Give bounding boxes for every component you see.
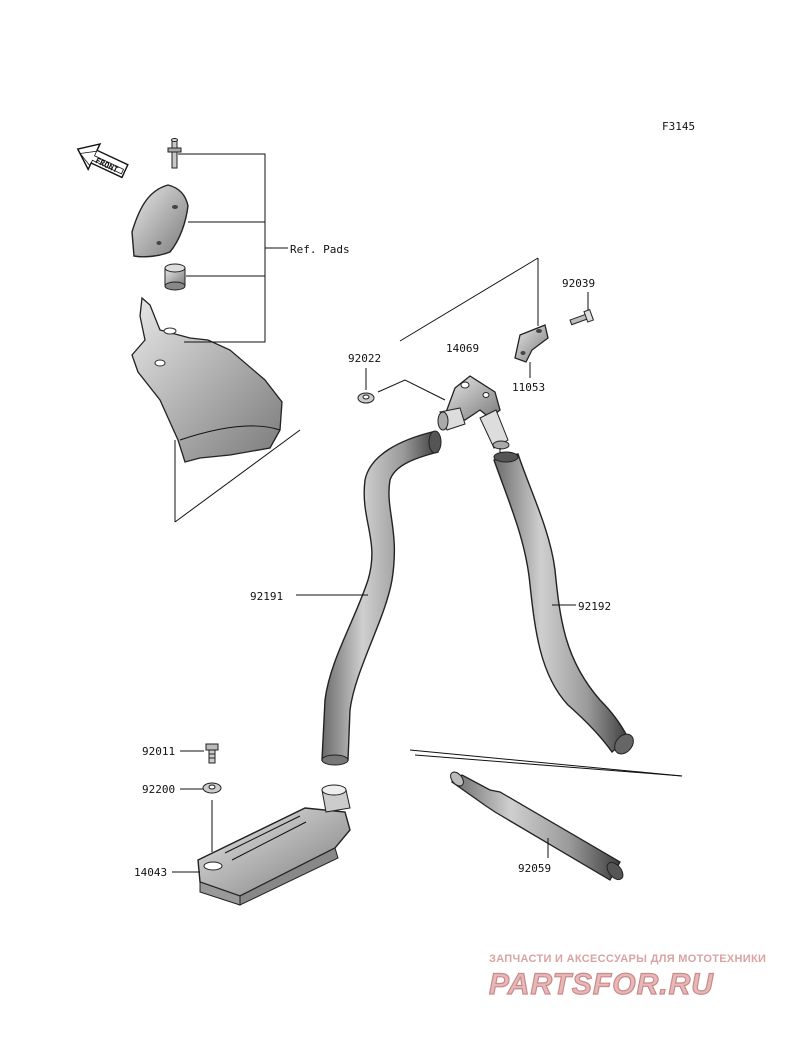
part-92200-washer: 92200: [142, 782, 222, 852]
part-92191-hose: 92191: [250, 430, 442, 766]
part-label-92200: 92200: [142, 783, 175, 796]
part-92022-washer: 92022: [348, 352, 446, 404]
pad-body: [131, 296, 283, 463]
part-label-92059: 92059: [518, 862, 551, 875]
pad-cover: [131, 184, 189, 258]
watermark-tagline: ЗАПЧАСТИ И АКСЕССУАРЫ ДЛЯ МОТОТЕХНИКИ: [489, 953, 767, 965]
part-11053-bracket: 11053: [512, 324, 549, 394]
reference-pads-assembly: Ref. Pads: [131, 138, 350, 523]
part-label-14043: 14043: [134, 866, 167, 879]
part-label-92011: 92011: [142, 745, 175, 758]
part-label-92039: 92039: [562, 277, 595, 290]
front-arrow-icon: FRONT: [76, 142, 129, 179]
part-label-14069: 14069: [446, 342, 479, 355]
part-92059-tube: 92059: [409, 749, 683, 881]
part-14069-fitting: [437, 375, 510, 460]
diagram-code: F3145: [662, 120, 695, 133]
part-92192-hose: 92192: [493, 451, 634, 755]
part-label-92191: 92191: [250, 590, 283, 603]
pad-pin: [167, 138, 182, 169]
part-label-92022: 92022: [348, 352, 381, 365]
part-92039-bolt: 92039: [562, 277, 595, 326]
ref-pads-label: Ref. Pads: [290, 243, 350, 256]
part-label-92192: 92192: [578, 600, 611, 613]
watermark-logo: PARTSFOR.RU: [489, 967, 714, 1000]
part-92011-screw: 92011: [142, 743, 219, 764]
svg-text:PARTSFOR.RU: PARTSFOR.RU: [489, 968, 714, 1000]
part-14043-cover: 14043: [134, 784, 351, 906]
pad-collar: [164, 263, 186, 291]
part-label-11053: 11053: [512, 381, 545, 394]
